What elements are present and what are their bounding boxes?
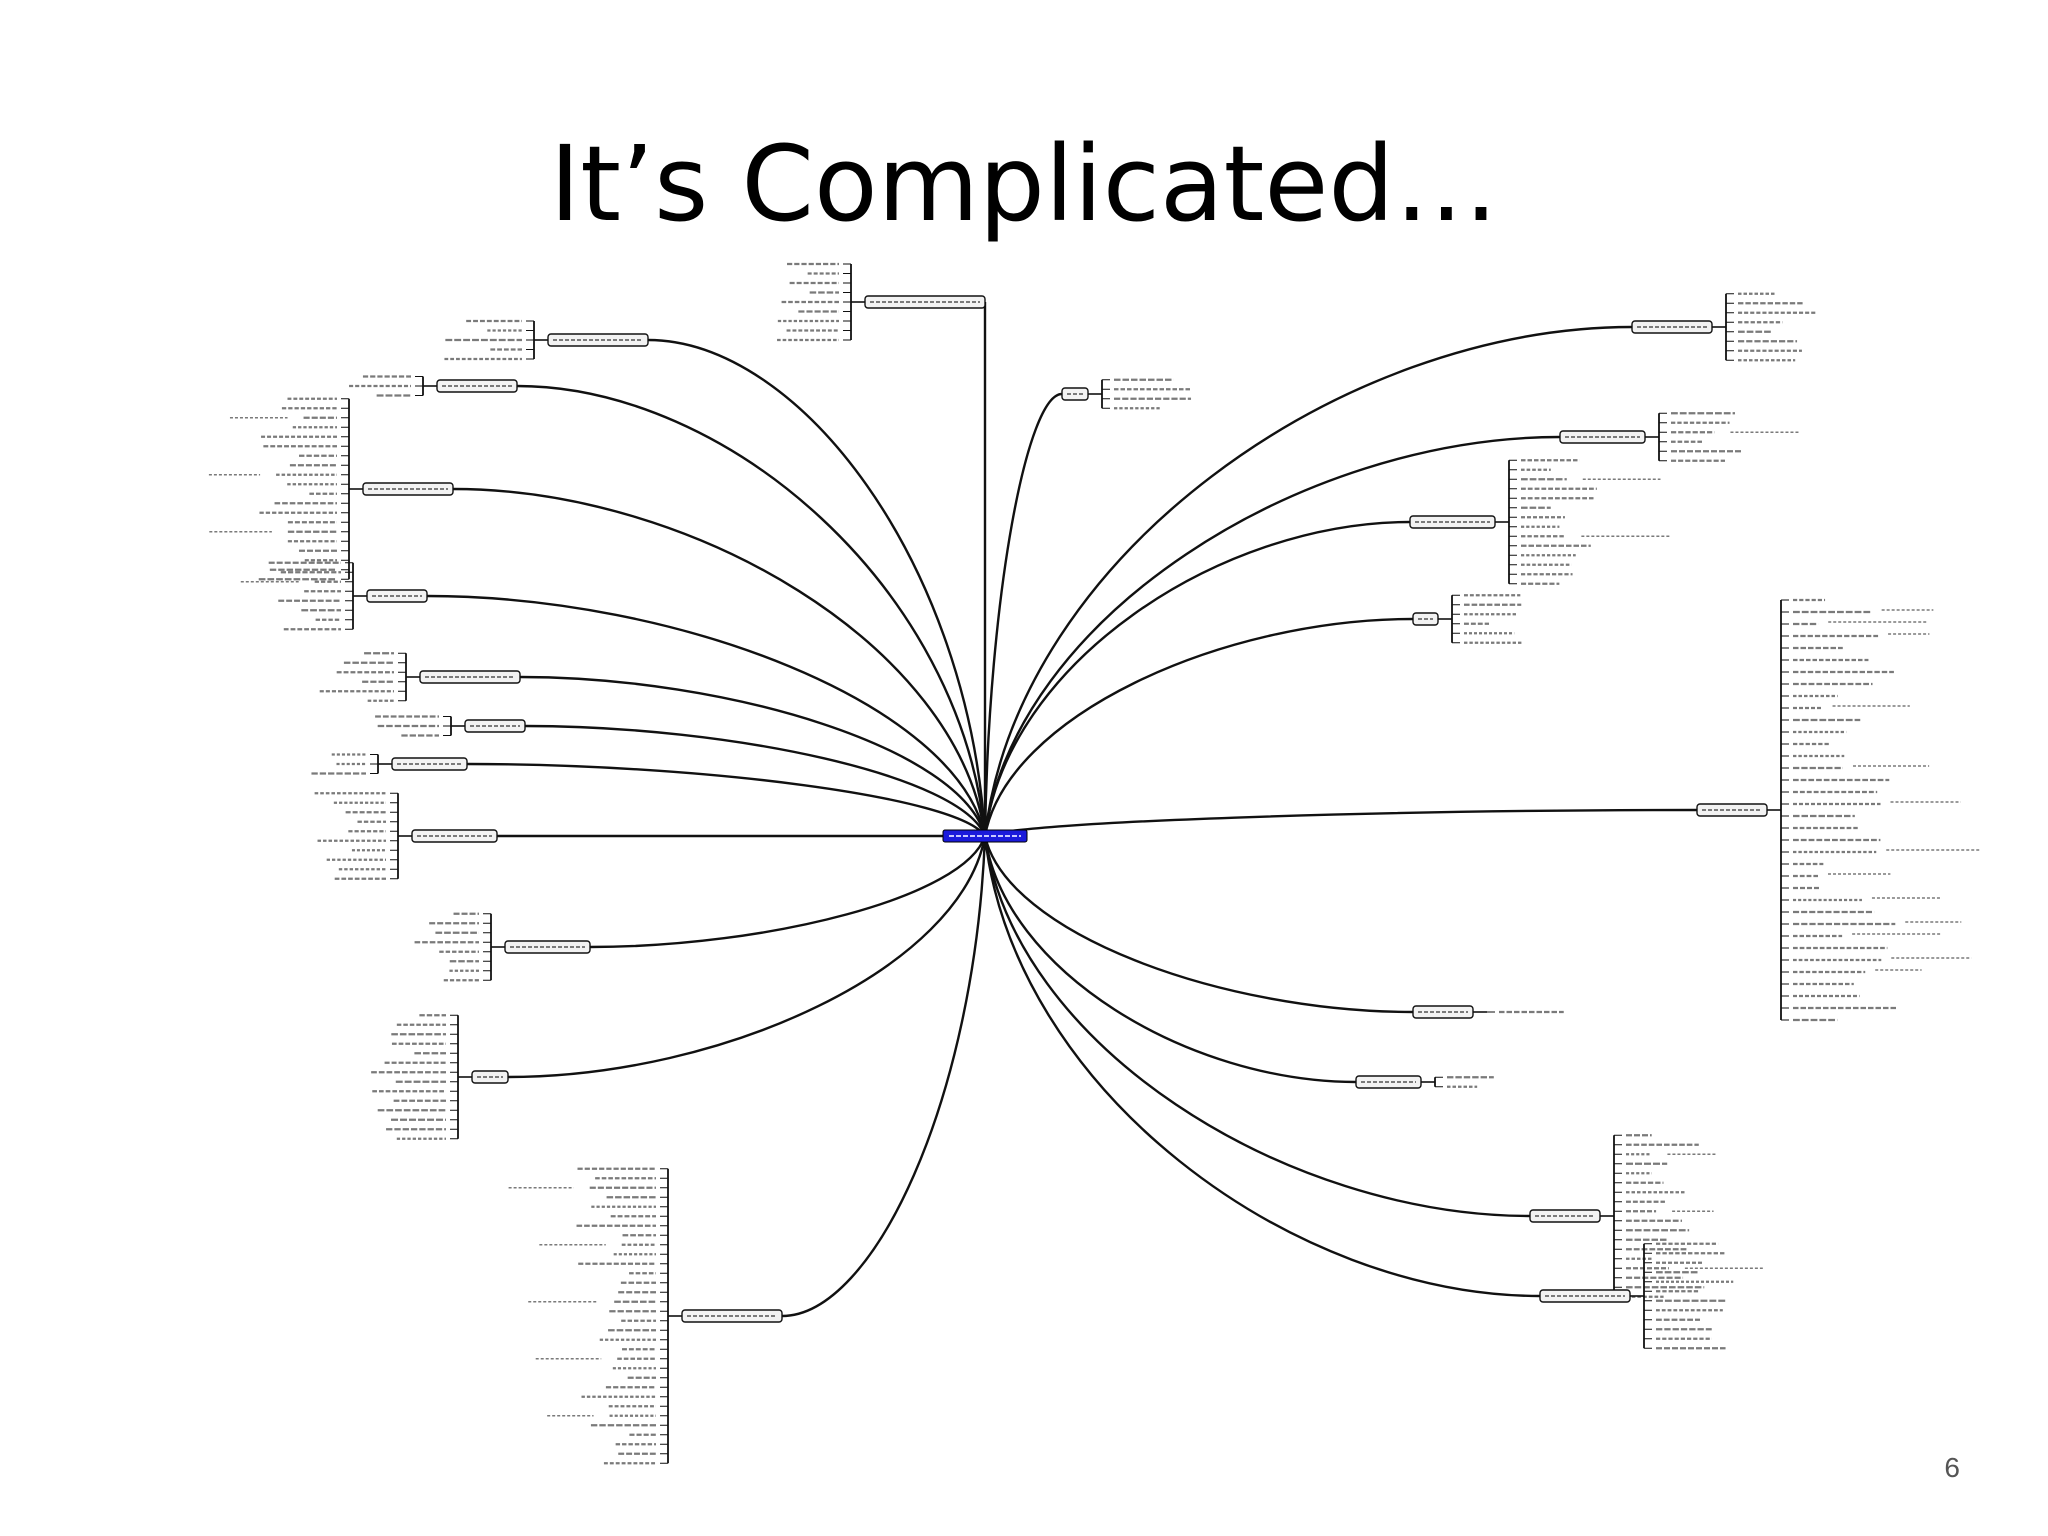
connector-2 bbox=[647, 338, 987, 837]
connector-11 bbox=[507, 835, 987, 1079]
connector-12 bbox=[781, 835, 987, 1318]
connector-10 bbox=[589, 835, 987, 949]
connector-14 bbox=[983, 325, 1633, 837]
slide-title: It’s Complicated… bbox=[549, 123, 1499, 245]
connector-15 bbox=[983, 435, 1561, 837]
connector-5 bbox=[426, 594, 987, 837]
connector-6 bbox=[519, 675, 987, 837]
connector-16 bbox=[983, 520, 1411, 837]
connector-4 bbox=[452, 487, 987, 837]
connector-18 bbox=[984, 808, 1698, 838]
connector-22 bbox=[983, 835, 1541, 1298]
connector-17 bbox=[983, 617, 1414, 837]
connector-8 bbox=[466, 762, 987, 837]
slide-number: 6 bbox=[1944, 1452, 1960, 1483]
connector-19 bbox=[983, 835, 1414, 1014]
connector-7 bbox=[524, 724, 987, 837]
connector-13 bbox=[983, 392, 1063, 837]
connector-21 bbox=[983, 835, 1531, 1218]
connector-20 bbox=[983, 835, 1357, 1084]
connector-3 bbox=[516, 384, 987, 837]
